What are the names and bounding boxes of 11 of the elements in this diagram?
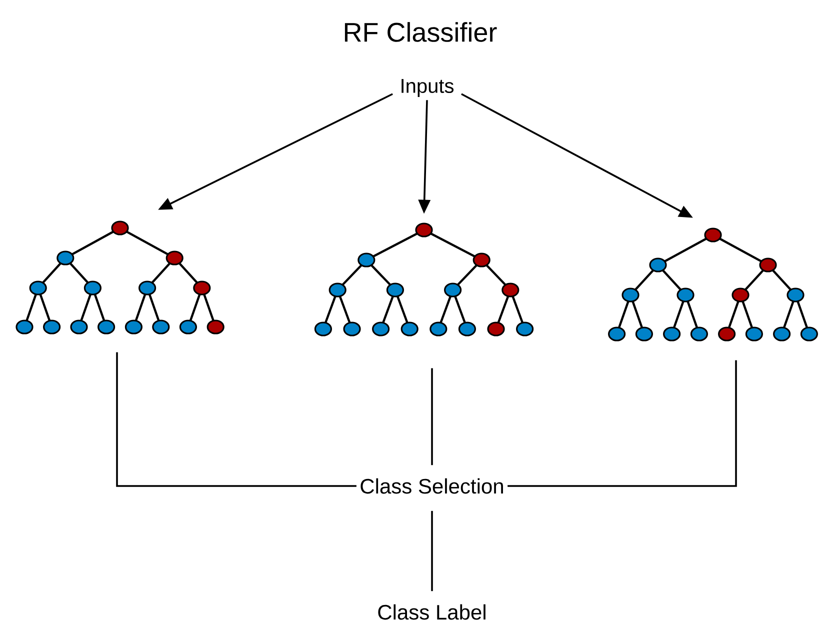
text-label: Inputs xyxy=(402,79,454,97)
connector-line xyxy=(508,360,737,487)
connector-line xyxy=(116,352,356,487)
tree-drawing xyxy=(314,222,534,336)
title: RF Classifier xyxy=(344,22,497,42)
tree-drawing xyxy=(608,228,818,342)
text-label: Class Label xyxy=(378,604,486,620)
connector-line xyxy=(431,510,433,592)
tree-drawing xyxy=(16,220,224,334)
text-label: Class Selection xyxy=(360,478,503,494)
connector-line xyxy=(431,368,433,466)
